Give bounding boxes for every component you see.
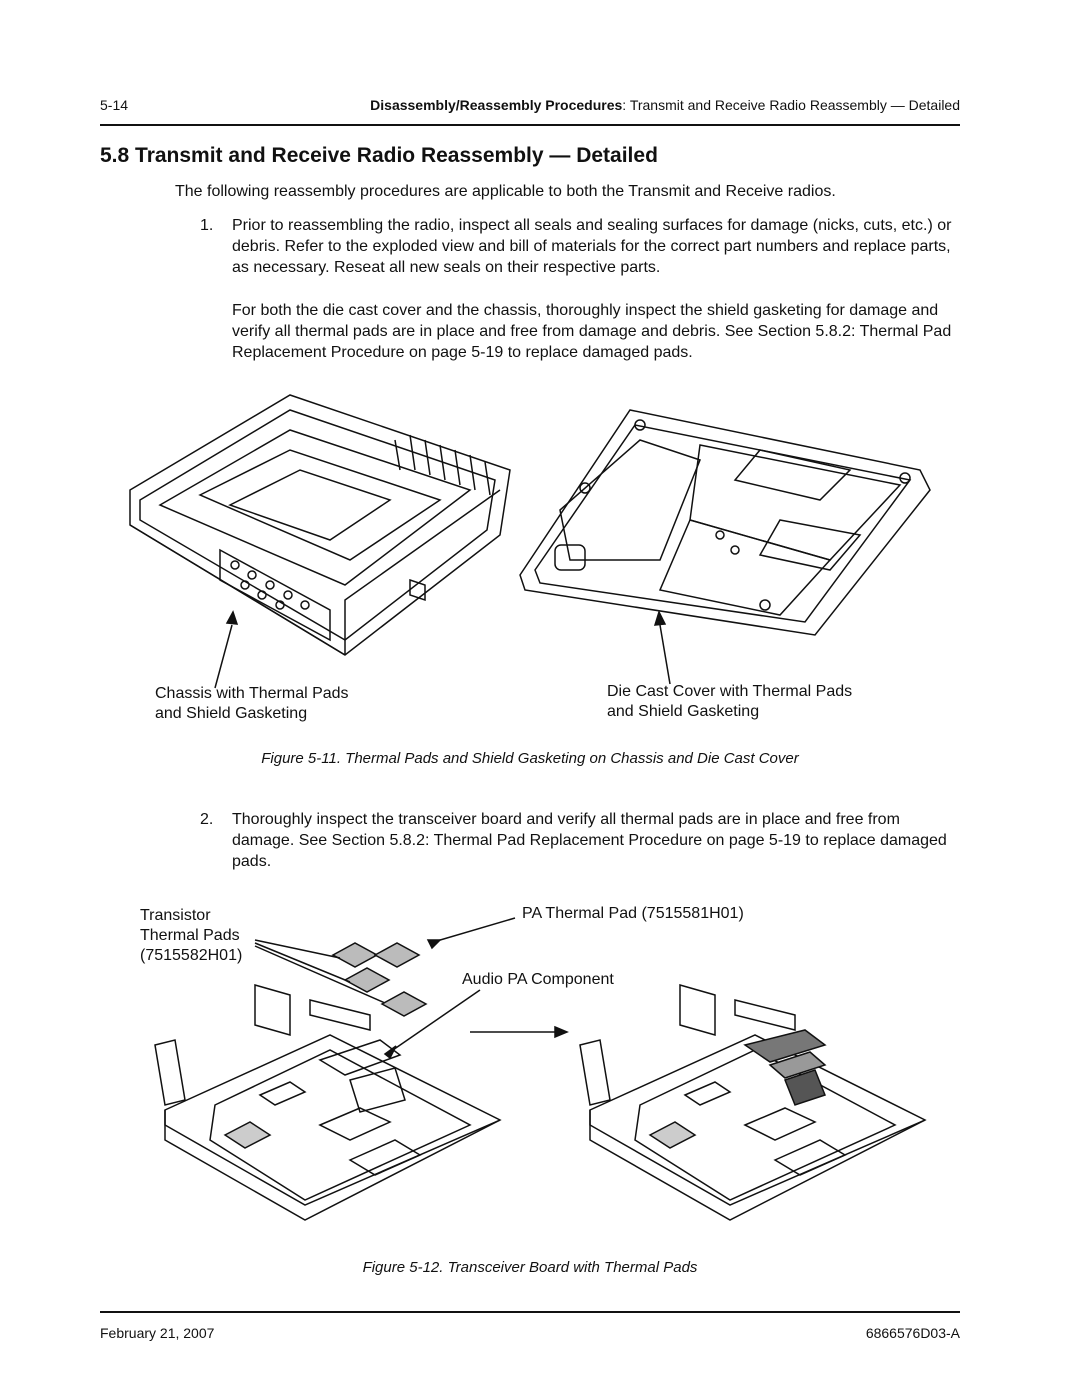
step-2-text: Thoroughly inspect the transceiver board… bbox=[232, 811, 947, 870]
figure-11-arrows bbox=[214, 609, 671, 689]
footer-date: February 21, 2007 bbox=[100, 1325, 215, 1341]
step-1-number: 1. bbox=[200, 217, 214, 234]
die-cast-cover-illustration bbox=[519, 409, 931, 636]
board-before bbox=[154, 984, 502, 1221]
process-arrow bbox=[470, 1025, 569, 1039]
header-rule bbox=[100, 124, 960, 126]
page-number: 5-14 bbox=[100, 97, 129, 113]
pa-thermal-pad-label: PA Thermal Pad (7515581H01) bbox=[522, 905, 744, 922]
footer-rule bbox=[100, 1311, 960, 1313]
header-bold: Disassembly/Reassembly Procedures bbox=[370, 97, 623, 113]
running-header: Disassembly/Reassembly Procedures: Trans… bbox=[370, 97, 960, 113]
chassis-label-line2: and Shield Gasketing bbox=[155, 705, 308, 722]
transistor-label: Transistor bbox=[140, 907, 211, 924]
audio-pa-label: Audio PA Component bbox=[462, 971, 614, 988]
intro-paragraph: The following reassembly procedures are … bbox=[175, 183, 836, 200]
footer-doc-number: 6866576D03-A bbox=[865, 1325, 960, 1341]
step-2-number: 2. bbox=[200, 811, 214, 828]
step-1-extra: For both the die cast cover and the chas… bbox=[232, 302, 952, 361]
thermal-pads-label: Thermal Pads bbox=[140, 927, 240, 944]
section-title: 5.8 Transmit and Receive Radio Reassembl… bbox=[100, 144, 658, 167]
chassis-illustration bbox=[129, 394, 511, 656]
figure-12-caption: Figure 5-12. Transceiver Board with Ther… bbox=[362, 1259, 698, 1276]
chassis-label-line1: Chassis with Thermal Pads bbox=[155, 685, 349, 702]
cover-label-line2: and Shield Gasketing bbox=[607, 703, 760, 720]
board-after bbox=[579, 984, 927, 1221]
part-number-label: (7515582H01) bbox=[140, 947, 243, 964]
cover-label-line1: Die Cast Cover with Thermal Pads bbox=[607, 683, 853, 700]
thermal-pads-exploded bbox=[331, 942, 428, 1017]
step-1-text: Prior to reassembling the radio, inspect… bbox=[232, 217, 952, 276]
header-rest: : Transmit and Receive Radio Reassembly … bbox=[622, 97, 960, 113]
figure-11-caption: Figure 5-11. Thermal Pads and Shield Gas… bbox=[261, 750, 799, 767]
pad-leader-lines bbox=[254, 917, 516, 1060]
